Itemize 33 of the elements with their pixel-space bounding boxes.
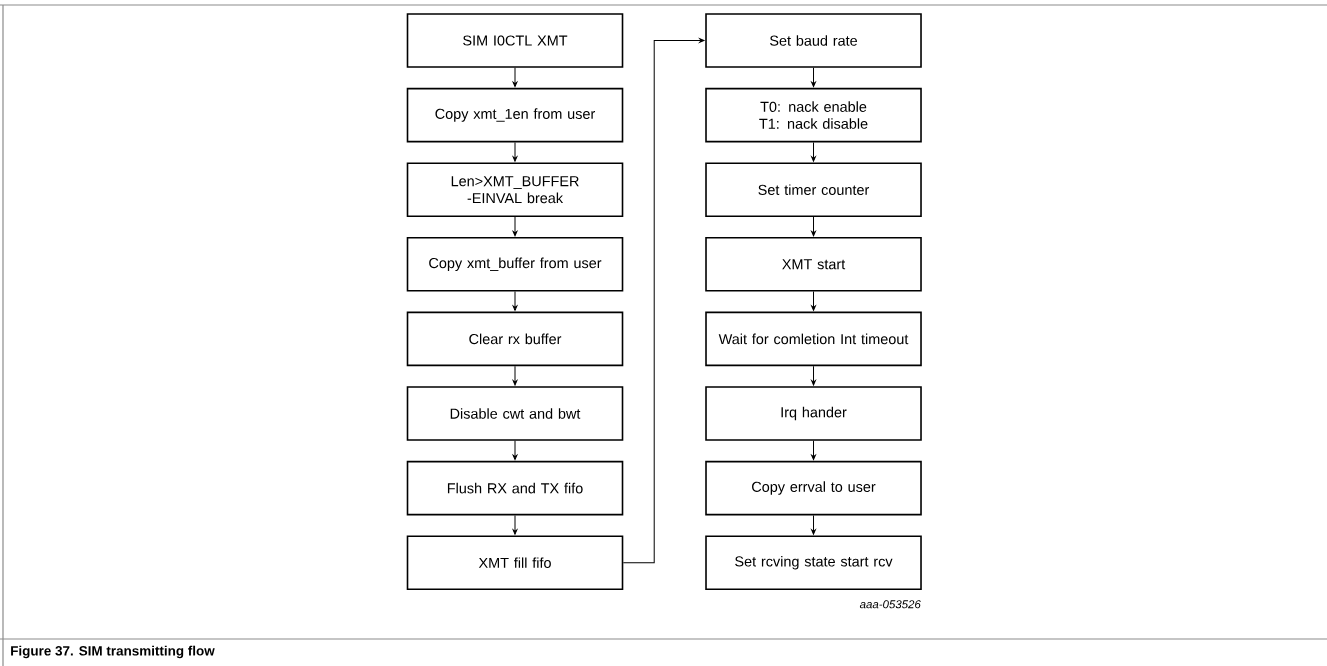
process-box: Wait for comletion Int timeout — [705, 311, 922, 367]
process-box: Set rcving state start rcv — [705, 535, 922, 590]
arrow — [512, 365, 518, 386]
process-box: Copy xmt_buffer from user — [406, 237, 624, 292]
arrow — [811, 365, 816, 386]
process-box: Flush RX and TX fifo — [406, 460, 624, 516]
figure-code: aaa-053526 — [859, 600, 921, 609]
arrow — [811, 141, 816, 162]
arrow — [811, 440, 816, 461]
arrow — [811, 514, 816, 535]
process-box: Set timer counter — [705, 162, 922, 217]
arrow — [512, 514, 518, 535]
process-box: SIM I0CTL XMT — [406, 13, 624, 68]
process-box: Irq hander — [705, 386, 922, 441]
process-box: Copy errval to user — [705, 460, 922, 516]
process-box: Set baud rate — [705, 13, 922, 68]
arrow — [811, 216, 816, 237]
process-box: XMT fill fifo — [406, 535, 624, 590]
arrow — [811, 291, 816, 311]
process-box: Clear rx buffer — [406, 311, 624, 367]
arrow — [512, 440, 518, 461]
process-box: XMT start — [705, 237, 922, 292]
arrow — [512, 67, 518, 88]
figure-caption: Figure 37. SIM transmitting flow — [11, 645, 215, 659]
arrow — [622, 38, 705, 564]
arrow — [512, 216, 518, 237]
arrow — [811, 67, 816, 88]
process-box: Disable cwt and bwt — [406, 386, 624, 441]
process-box: Copy xmt_1en from user — [406, 87, 624, 143]
process-box: T0: nack enable T1: nack disable — [705, 87, 922, 143]
process-box: Len>XMT_BUFFER -EINVAL break — [406, 162, 624, 217]
arrow — [512, 141, 518, 162]
arrow — [512, 291, 518, 311]
